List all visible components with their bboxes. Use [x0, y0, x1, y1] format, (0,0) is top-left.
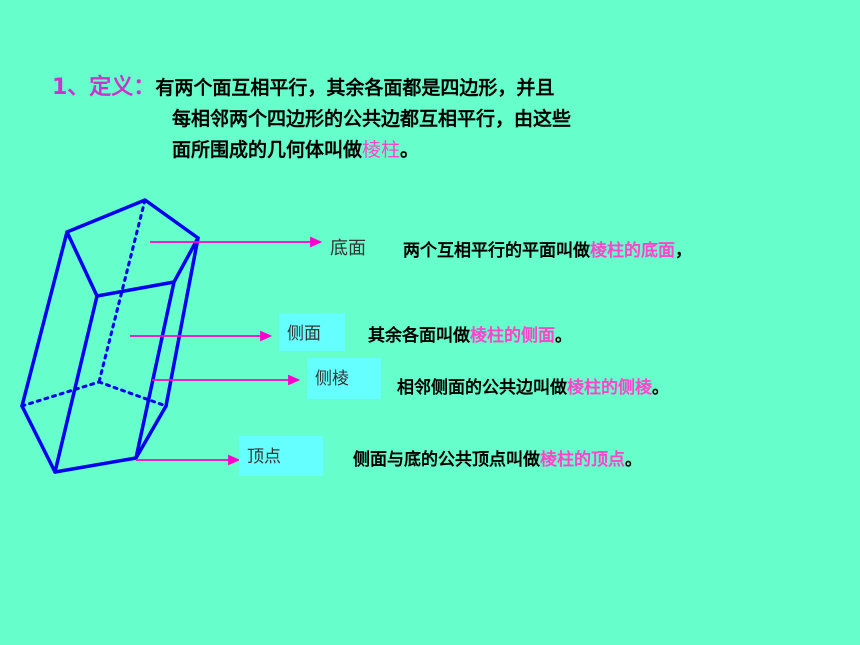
- desc-vertex: 侧面与底的公共顶点叫做棱柱的顶点。: [353, 445, 642, 470]
- desc-vertex-term: 棱柱的顶点: [540, 450, 625, 470]
- definition-block: 1、定义：有两个面互相平行，其余各面都是四边形，并且 每相邻两个四边形的公共边都…: [52, 72, 571, 166]
- pointer-arrows: [130, 236, 323, 466]
- label-base-face: 底面: [330, 238, 366, 259]
- label-vertex: 顶点: [239, 436, 323, 476]
- desc-vertex-end: 。: [625, 450, 642, 470]
- definition-line-2: 每相邻两个四边形的公共边都互相平行，由这些: [172, 108, 572, 130]
- definition-line-3-end: 。: [400, 139, 420, 161]
- desc-lateral-edge: 相邻侧面的公共边叫做棱柱的侧棱。: [397, 373, 669, 398]
- label-lateral-face: 侧面: [279, 313, 345, 351]
- label-lateral-edge: 侧棱: [307, 358, 381, 399]
- desc-base-face: 两个互相平行的平面叫做棱柱的底面，: [403, 236, 692, 261]
- desc-lateral-edge-end: 。: [652, 378, 669, 398]
- definition-line-1: 有两个面互相平行，其余各面都是四边形，并且: [155, 77, 555, 99]
- prism-term: 棱柱: [362, 139, 401, 161]
- definition-line-3: 面所围成的几何体叫做棱柱。: [52, 135, 571, 166]
- desc-base-face-term: 棱柱的底面: [590, 241, 675, 261]
- desc-base-face-end: ，: [675, 241, 692, 261]
- desc-lateral-edge-term: 棱柱的侧棱: [567, 378, 652, 398]
- desc-base-face-text: 两个互相平行的平面叫做: [403, 241, 590, 261]
- desc-lateral-face-term: 棱柱的侧面: [470, 326, 555, 346]
- desc-lateral-face: 其余各面叫做棱柱的侧面。: [368, 321, 572, 346]
- desc-lateral-face-end: 。: [555, 326, 572, 346]
- prism-hidden-edges: [20, 198, 168, 408]
- definition-line-3-text: 面所围成的几何体叫做: [172, 139, 363, 161]
- desc-vertex-text: 侧面与底的公共顶点叫做: [353, 450, 540, 470]
- desc-lateral-face-text: 其余各面叫做: [368, 326, 470, 346]
- desc-lateral-edge-text: 相邻侧面的公共边叫做: [397, 378, 567, 398]
- definition-heading: 1、定义：: [52, 75, 156, 100]
- prism-solid-edges: [20, 198, 200, 474]
